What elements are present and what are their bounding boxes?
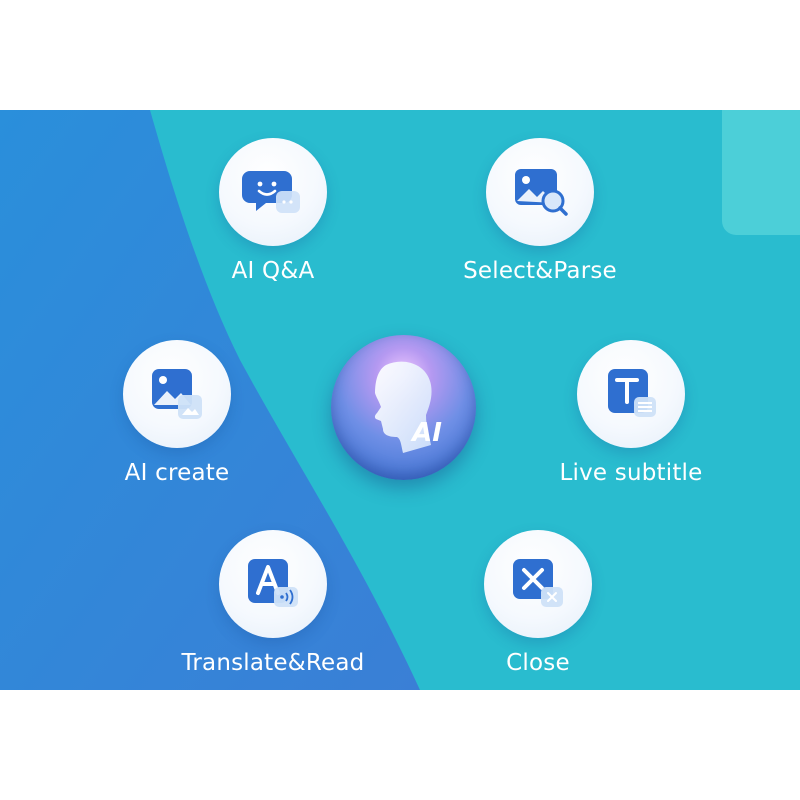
close-icon (513, 559, 563, 607)
ai-center-text: AI (410, 418, 442, 448)
menu-item-ai-create: AI create (57, 340, 297, 486)
menu-item-translate-read: Translate&Read (153, 530, 393, 676)
translate-read-label: Translate&Read (181, 650, 365, 676)
close-label: Close (506, 650, 570, 676)
ai-center-button[interactable]: AI (331, 335, 476, 480)
menu-item-close: Close (418, 530, 658, 676)
select-parse-button[interactable] (486, 138, 594, 246)
translate-read-button[interactable] (219, 530, 327, 638)
menu-item-select-parse: Select&Parse (420, 138, 660, 284)
live-subtitle-button[interactable] (577, 340, 685, 448)
translate-audio-icon (248, 559, 298, 607)
ai-create-label: AI create (124, 460, 230, 486)
ai-menu-panel: AI Q&A Select&Parse AI create (0, 110, 800, 690)
select-parse-label: Select&Parse (463, 258, 617, 284)
ai-qa-label: AI Q&A (231, 258, 315, 284)
subtitle-text-icon (608, 369, 656, 417)
close-button[interactable] (484, 530, 592, 638)
live-subtitle-label: Live subtitle (559, 460, 703, 486)
chat-smile-icon (242, 171, 300, 213)
image-create-icon (152, 369, 202, 419)
image-search-icon (515, 169, 568, 216)
menu-item-ai-qa: AI Q&A (153, 138, 393, 284)
ai-create-button[interactable] (123, 340, 231, 448)
ai-head-icon: AI (374, 361, 442, 453)
corner-tab[interactable] (722, 110, 800, 235)
menu-item-live-subtitle: Live subtitle (511, 340, 751, 486)
ai-qa-button[interactable] (219, 138, 327, 246)
